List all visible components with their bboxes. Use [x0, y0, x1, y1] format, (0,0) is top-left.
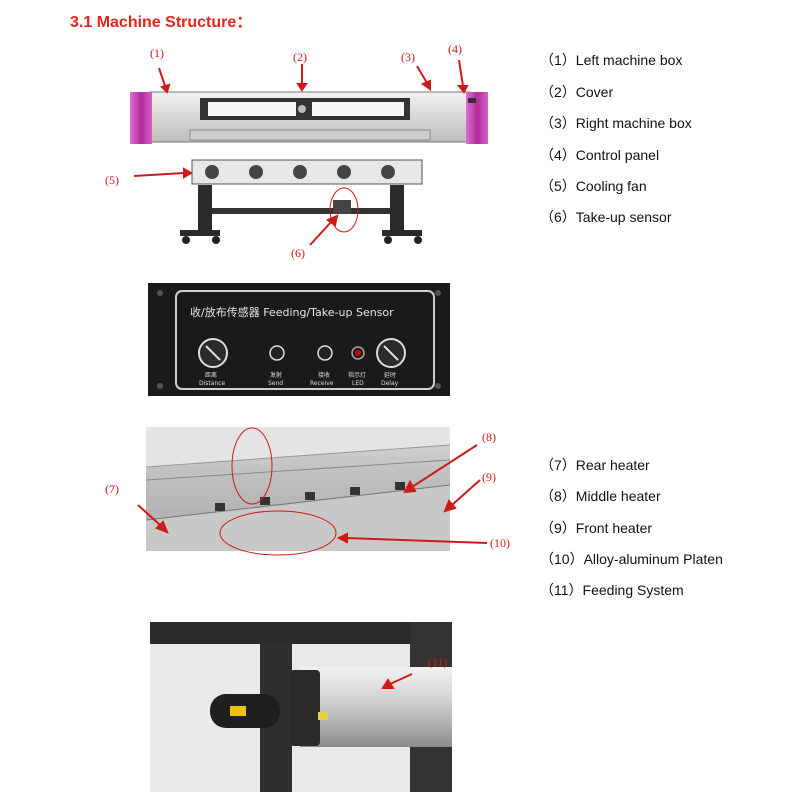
legend-item-right-machine-box: （3）Right machine box: [540, 115, 692, 131]
sensor-panel-title: 收/放布传感器 Feeding/Take-up Sensor: [190, 305, 394, 319]
callout-3: (3): [401, 50, 415, 64]
callout-11: (11): [428, 655, 448, 669]
legend-item-cooling-fan: （5）Cooling fan: [540, 178, 647, 194]
receive-label-cn: 接收: [318, 371, 330, 379]
callout-1: (1): [150, 46, 164, 60]
feeding-system-figure: [150, 622, 452, 792]
led-label-cn: 指示灯: [348, 371, 366, 379]
delay-label-cn: 延时: [384, 371, 396, 379]
legend-item-front-heater: （9）Front heater: [540, 520, 653, 536]
delay-knob-icon: [376, 338, 406, 368]
legend-item-control-panel: （4）Control panel: [540, 147, 660, 163]
send-port-icon: [269, 345, 285, 361]
legend-item-alloy-aluminum-platen: （10）Alloy-aluminum Platen: [540, 551, 723, 567]
delay-label-en: Delay: [381, 380, 399, 387]
receive-label-en: Receive: [310, 380, 334, 387]
section-heading: 3.1 Machine Structure：: [70, 14, 253, 31]
legend-item-rear-heater: （7）Rear heater: [540, 457, 650, 473]
callout-5: (5): [105, 173, 119, 187]
legend-item-middle-heater: （8）Middle heater: [540, 488, 661, 504]
distance-label-cn: 距离: [205, 371, 217, 379]
send-label-en: Send: [268, 380, 283, 387]
led-indicator-icon: [351, 346, 365, 360]
legend-item-cover: （2）Cover: [540, 84, 614, 100]
callout-2: (2): [293, 50, 307, 64]
distance-knob-icon: [198, 338, 228, 368]
distance-label-en: Distance: [199, 380, 226, 387]
callout-6: (6): [291, 246, 305, 260]
send-label-cn: 发射: [270, 371, 282, 379]
led-label-en: LED: [352, 380, 364, 387]
callout-4: (4): [448, 42, 462, 56]
sensor-panel-figure: 收/放布传感器 Feeding/Take-up Sensor 距离 Distan…: [148, 283, 450, 396]
machine-overview-figure: [130, 59, 488, 246]
heater-platen-figure: [137, 427, 488, 556]
receive-port-icon: [317, 345, 333, 361]
callout-9: (9): [482, 470, 496, 484]
callout-8: (8): [482, 430, 496, 444]
legend-item-left-machine-box: （1）Left machine box: [540, 52, 683, 68]
callout-10: (10): [490, 536, 510, 550]
legend-item-feeding-system: （11）Feeding System: [540, 582, 684, 598]
callout-7: (7): [105, 482, 119, 496]
legend-item-take-up-sensor: （6）Take-up sensor: [540, 209, 672, 225]
